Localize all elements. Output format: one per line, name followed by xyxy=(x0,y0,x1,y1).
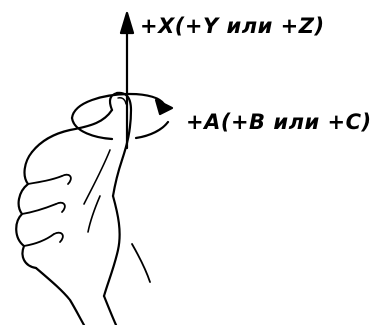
rotation-arrow-icon xyxy=(70,92,174,141)
axis-arrow-icon xyxy=(119,11,135,150)
thumb-up-hand-icon xyxy=(15,91,151,325)
axis-label: +X(+Y или +Z) xyxy=(140,14,325,38)
rotation-label: +A(+B или +C) xyxy=(186,110,372,134)
